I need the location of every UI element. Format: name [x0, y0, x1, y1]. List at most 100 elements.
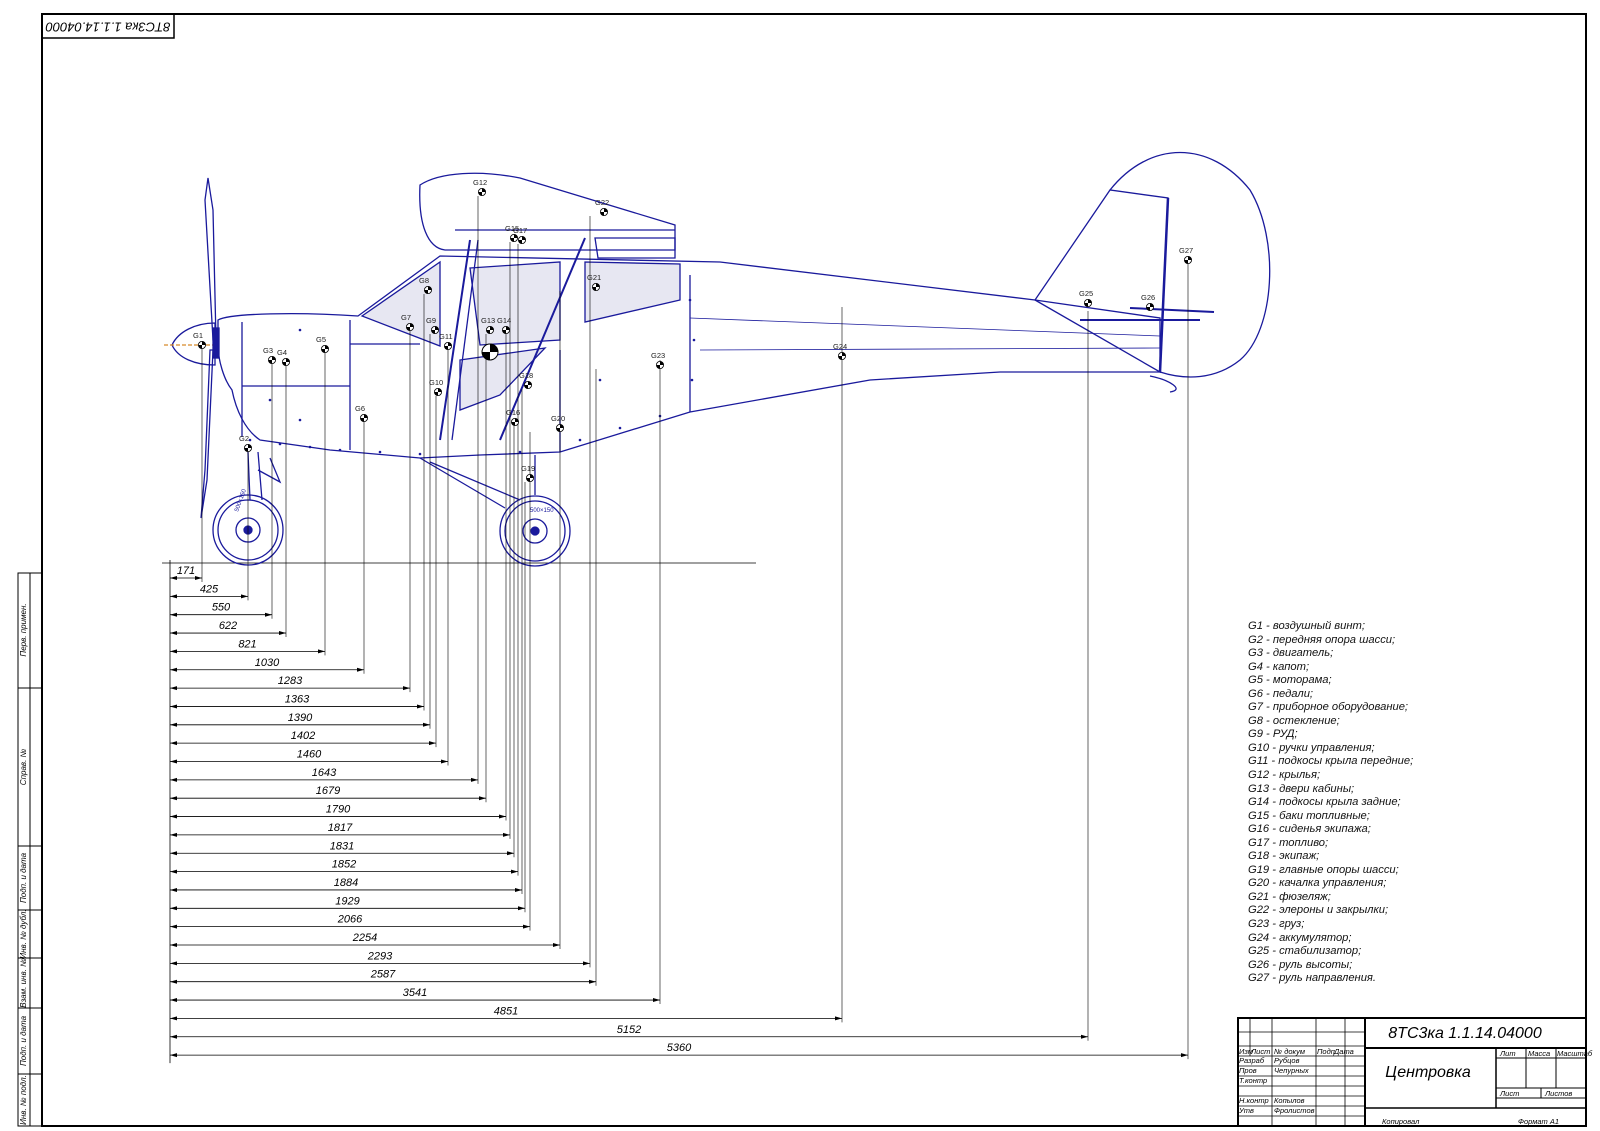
legend-item: G26 - руль высоты;: [1248, 958, 1353, 971]
cg-label: G2: [239, 434, 249, 443]
legend-item: G7 - приборное оборудование;: [1248, 701, 1409, 714]
cg-marker: G5: [316, 335, 329, 353]
dimension-value: 1884: [334, 877, 358, 889]
cg-label: G1: [193, 331, 203, 340]
cg-marker: G12: [473, 178, 487, 196]
legend-item: G15 - баки топливные;: [1248, 809, 1370, 822]
dimension: 1790: [170, 804, 506, 819]
cg-label: G17: [513, 226, 527, 235]
side-strip-label: Инв. № подл.: [19, 1075, 28, 1125]
dimension-value: 821: [238, 638, 256, 650]
dimension-value: 1817: [328, 822, 353, 834]
dimension: 1030: [170, 657, 364, 672]
dimension-value: 2066: [337, 914, 363, 926]
cg-marker: G19: [521, 464, 535, 482]
dimension-value: 171: [177, 565, 195, 577]
dimension-value: 1390: [288, 712, 313, 724]
dimension: 2254: [170, 932, 560, 947]
window-lower: [459, 347, 547, 411]
side-strip-label: Перв. примен.: [19, 603, 28, 656]
dimension: 1831: [170, 840, 514, 856]
cg-marker: G1: [193, 331, 206, 349]
main-gear-leg: [419, 455, 536, 509]
cg-marker: G21: [587, 273, 601, 291]
dimension: 1390: [170, 712, 430, 727]
cg-label: G12: [473, 178, 487, 187]
dimension: 3541: [170, 987, 660, 1003]
cg-marker: G11: [439, 332, 453, 350]
cg-label: G16: [506, 408, 520, 417]
tb-row-label: Разраб: [1239, 1056, 1265, 1065]
prop-hub: [212, 327, 220, 359]
tb-name: Рубцов: [1274, 1056, 1300, 1065]
tb-col-header: Лист: [1250, 1047, 1270, 1056]
cg-label: G20: [551, 414, 565, 423]
dimension: 821: [170, 638, 325, 654]
dimension: 1817: [170, 822, 510, 837]
legend-item: G14 - подкосы крыла задние;: [1248, 796, 1401, 809]
cg-marker: G14: [497, 316, 511, 334]
main-wheel-size: 500×150: [530, 508, 554, 514]
cg-label: G21: [587, 273, 601, 282]
legend-item: G2 - передняя опора шасси;: [1248, 633, 1396, 646]
wing-strut-rear: [499, 237, 586, 441]
cg-label: G9: [426, 316, 436, 325]
legend-item: G4 - капот;: [1248, 660, 1310, 673]
cg-marker: G2: [239, 434, 252, 452]
cg-label: G6: [355, 404, 365, 413]
cg-marker: G18: [519, 371, 533, 389]
side-strip: [17, 572, 43, 1127]
cg-label: G11: [439, 332, 453, 341]
dimension: 4851: [170, 1005, 842, 1021]
cg-label: G4: [277, 348, 287, 357]
cg-marker: G6: [355, 404, 368, 422]
dimension: 5152: [170, 1024, 1088, 1039]
aircraft-cg-marker: [481, 343, 499, 361]
tb-col-header: Подп: [1317, 1047, 1335, 1056]
legend-item: G10 - ручки управления;: [1248, 741, 1375, 754]
dimension-value: 1030: [255, 657, 280, 669]
dimension-value: 1283: [278, 675, 303, 687]
dimension: 1363: [170, 693, 424, 709]
dimension-value: 1929: [335, 895, 359, 907]
propeller-blade-upper: [204, 177, 217, 341]
nose-gear-leg: [247, 451, 282, 501]
dimension: 1460: [170, 749, 448, 764]
cg-marker: G15: [505, 224, 519, 242]
cg-label: G19: [521, 464, 535, 473]
tb-sheet-label: Лист: [1499, 1089, 1519, 1098]
side-strip-label: Подп. и дата: [19, 1015, 28, 1066]
legend-item: G19 - главные опоры шасси;: [1248, 863, 1399, 876]
cg-label: G7: [401, 313, 411, 322]
cg-label: G22: [595, 198, 609, 207]
cg-marker: G9: [426, 316, 439, 334]
dimension-value: 5152: [617, 1024, 641, 1036]
sheet-frame: [41, 13, 1587, 1127]
cg-marker: G27: [1179, 246, 1193, 264]
cg-marker: G26: [1141, 293, 1155, 311]
tb-col-header: Изм: [1239, 1047, 1253, 1056]
dimension-value: 1363: [285, 693, 310, 705]
vertical-fin: [1034, 189, 1169, 374]
aircraft-side-view: [164, 151, 1271, 567]
tb-row-label: Н.контр: [1239, 1096, 1269, 1105]
dimension-value: 2254: [352, 932, 377, 944]
rudder: [1109, 151, 1271, 378]
dimension-value: 425: [200, 583, 219, 595]
dimension: 2587: [170, 969, 596, 984]
legend-item: G23 - груз;: [1248, 918, 1305, 931]
cg-label: G8: [419, 276, 429, 285]
dimension: 2066: [170, 914, 530, 929]
cg-marker: G23: [651, 351, 665, 369]
dimension-value: 1460: [297, 749, 322, 761]
dimension: 1402: [170, 730, 436, 746]
cg-marker: G7: [401, 313, 414, 331]
side-strip-label: Инв. № дубл.: [19, 909, 28, 958]
dimension-value: 1831: [330, 840, 354, 852]
cg-label: G23: [651, 351, 665, 360]
tb-name: Фролистов: [1274, 1106, 1315, 1115]
cg-marker: G24: [833, 342, 847, 360]
legend-item: G8 - остекление;: [1248, 714, 1340, 727]
code-stamp: 8ТС3ка 1.1.14.04000: [45, 20, 170, 35]
tb-sheets-label: Листов: [1544, 1089, 1572, 1098]
